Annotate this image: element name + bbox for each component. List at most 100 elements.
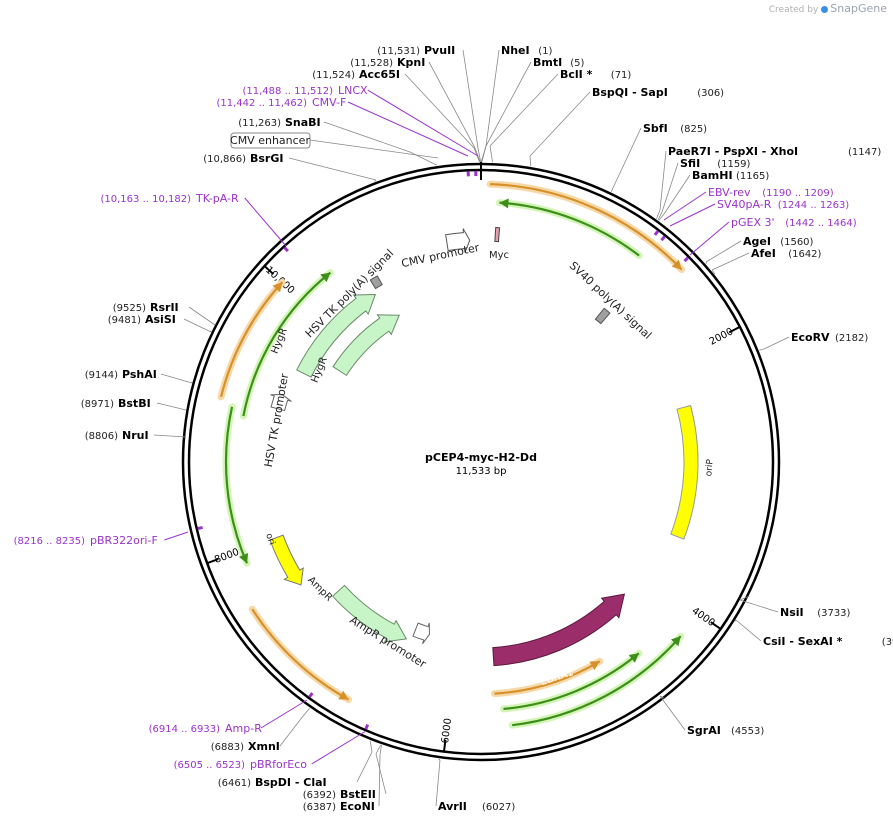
enzyme-leader-line <box>369 740 373 753</box>
enzyme-site-asisi[interactable]: (9481)AsiSI <box>108 313 176 326</box>
feature-ebna1[interactable] <box>492 593 626 667</box>
orf-arrow-left-orange-2[interactable] <box>219 281 284 398</box>
enzyme-site-bsrgi[interactable]: (10,866)BsrGI <box>203 152 283 165</box>
primer-lncx[interactable]: (11,488 .. 11,512)LNCX <box>243 84 369 97</box>
tick-mark-10000 <box>263 265 275 275</box>
enzyme-label-line <box>739 599 779 613</box>
orf-arrow-top-green[interactable] <box>499 201 640 257</box>
feature-ori[interactable] <box>269 534 304 586</box>
enzyme-site-bspqi-sapi[interactable]: BspQI - SapI(306) <box>592 86 724 99</box>
enzyme-label-line <box>188 306 216 326</box>
enzyme-label-line <box>404 73 475 149</box>
feature-hygr-outer[interactable] <box>296 294 377 378</box>
enzyme-leader-line <box>657 211 663 221</box>
enzyme-site-xmni[interactable]: (6883)XmnI <box>211 740 280 753</box>
feature-label-ampr[interactable]: AmpR <box>305 575 334 604</box>
feature-label-orip[interactable]: oriP <box>704 458 716 477</box>
enzyme-site-sgrai[interactable]: SgrAI(4553) <box>687 724 764 737</box>
feature-label-cmv-promoter[interactable]: CMV promoter <box>400 241 481 270</box>
primer-sv40pa-r[interactable]: SV40pA-R(1244 .. 1263) <box>717 198 849 211</box>
feature-label-sv40-polya[interactable]: SV40 poly(A) signal <box>567 259 654 342</box>
enzyme-site-paer7i-pspxi-xhoi[interactable]: PaeR7I - PspXI - XhoI(1147) <box>668 145 881 158</box>
enzyme-leader-line <box>477 147 482 163</box>
feature-hsv-tk-promoter[interactable] <box>270 394 292 412</box>
enzyme-name: PshAI <box>122 368 157 381</box>
enzyme-site-econi[interactable]: (6387)EcoNI <box>303 800 375 813</box>
enzyme-position: (6027) <box>482 802 515 813</box>
enzyme-name: SnaBI <box>285 116 321 129</box>
primer-pgex-3[interactable]: pGEX 3'(1442 .. 1464) <box>731 216 857 229</box>
orf-arrow-bottom-green-2[interactable] <box>503 652 640 711</box>
primer-leader-line <box>663 191 707 221</box>
enzyme-site-pshai[interactable]: (9144)PshAI <box>85 368 157 381</box>
enzyme-site-ecorv[interactable]: EcoRV(2182) <box>791 331 868 344</box>
orf-arrow-left-orange-1[interactable] <box>251 608 350 701</box>
enzyme-position: (1642) <box>788 249 821 260</box>
feature-label-ori[interactable]: ori <box>263 532 276 546</box>
enzyme-site-pvuii[interactable]: (11,531)PvuII <box>377 44 455 57</box>
enzyme-site-nrui[interactable]: (8806)NruI <box>85 429 149 442</box>
enzyme-leader-line <box>481 145 487 163</box>
plasmid-name: pCEP4-myc-H2-Dd <box>425 451 537 464</box>
primer-ebv-rev[interactable]: EBV-rev(1190 .. 1209) <box>708 186 834 199</box>
enzyme-label-line <box>435 759 441 807</box>
enzyme-site-afei[interactable]: AfeI(1642) <box>751 247 822 260</box>
feature-label-myc[interactable]: Myc <box>489 250 509 261</box>
primer-mark-sv40pa-r <box>660 235 666 242</box>
feature-hsv-tk-polya[interactable] <box>369 275 383 290</box>
enzyme-label-line <box>529 91 591 157</box>
enzyme-site-kpni[interactable]: (11,528)KpnI <box>350 56 425 69</box>
primer-tk-pa-r[interactable]: (10,163 .. 10,182)TK-pA-R <box>101 192 239 205</box>
enzyme-name: BclI * <box>560 68 593 81</box>
enzyme-position: (1165) <box>736 171 769 182</box>
enzyme-site-nhei[interactable]: NheI(1) <box>501 44 552 57</box>
feature-ampr-promoter[interactable] <box>412 622 430 645</box>
enzyme-site-bspdi-clai[interactable]: (6461)BspDI - ClaI <box>218 776 327 789</box>
primer-position: (8216 .. 8235) <box>14 536 86 547</box>
enzyme-site-bmti[interactable]: BmtI(5) <box>533 56 584 69</box>
primer-amp-r[interactable]: (6914 .. 6933)Amp-R <box>149 722 263 735</box>
orf-arrow-bottom-green-2-arrowhead-icon <box>628 653 639 663</box>
primer-mark-pgex-3 <box>683 256 690 263</box>
feature-cmv-promoter[interactable] <box>445 228 471 253</box>
feature-hygr-inner[interactable] <box>332 314 400 377</box>
enzyme-site-csii-sexai[interactable]: CsiI - SexAI *(3911) <box>763 635 893 648</box>
primer-pbr322ori-f[interactable]: (8216 .. 8235)pBR322ori-F <box>14 534 158 547</box>
enzyme-position: (11,524) <box>312 70 355 81</box>
enzyme-site-sfii[interactable]: SfiI(1159) <box>680 157 751 170</box>
orf-arrow-bottom-orange[interactable] <box>494 660 601 695</box>
enzyme-site-snabi[interactable]: (11,263)SnaBI <box>238 116 320 129</box>
enzyme-site-bstbi[interactable]: (8971)BstBI <box>81 397 151 410</box>
enzyme-site-rsrii[interactable]: (9525)RsrII <box>113 301 179 314</box>
enzyme-name: AsiSI <box>145 313 176 326</box>
enzyme-leader-line <box>659 695 666 700</box>
enzyme-name: EcoRV <box>791 331 830 344</box>
feature-sv40-polya[interactable] <box>594 307 611 325</box>
primer-pbrforeco[interactable]: (6505 .. 6523)pBRforEco <box>174 758 308 771</box>
orf-arrow-left-green[interactable] <box>224 406 248 564</box>
enzyme-site-bsteii[interactable]: (6392)BstEII <box>303 788 376 801</box>
enzyme-label-line <box>153 434 187 438</box>
primer-position: (11,442 .. 11,462) <box>217 98 308 109</box>
orf-arrow-bottom-green-1[interactable] <box>512 635 682 727</box>
enzyme-site-bamhi[interactable]: BamHI(1165) <box>692 169 769 182</box>
feature-label-hsv-tk-promoter[interactable]: HSV TK promoter <box>262 372 291 468</box>
feature-orip[interactable] <box>670 404 699 540</box>
feature-label-ebna1[interactable]: EBNA1 <box>539 667 575 688</box>
enzyme-site-nsii[interactable]: NsiI(3733) <box>780 606 851 619</box>
primer-leader-line <box>347 101 469 157</box>
enzyme-site-avrii[interactable]: AvrII(6027) <box>438 800 515 813</box>
orf-arrow-top-orange[interactable] <box>490 183 683 271</box>
enzyme-site-agei[interactable]: AgeI(1560) <box>743 235 814 248</box>
enzyme-site-bcli[interactable]: BclI *(71) <box>560 68 631 81</box>
tick-label-2000: 2000 <box>708 326 736 348</box>
primer-cmv-f[interactable]: (11,442 .. 11,462)CMV-F <box>217 96 347 109</box>
enzyme-site-acc65i[interactable]: (11,524)Acc65I <box>312 68 400 81</box>
enzyme-leader-line <box>656 209 661 219</box>
feature-myc[interactable] <box>494 226 501 243</box>
enzyme-site-sbfi[interactable]: SbfI(825) <box>643 122 707 135</box>
feature-label-cmv-enhancer[interactable]: CMV enhancer <box>230 134 310 147</box>
orf-arrow-left-green-2[interactable] <box>242 271 332 417</box>
feature-ampr[interactable] <box>331 584 408 643</box>
cmv-enhancer-leader <box>309 139 439 159</box>
